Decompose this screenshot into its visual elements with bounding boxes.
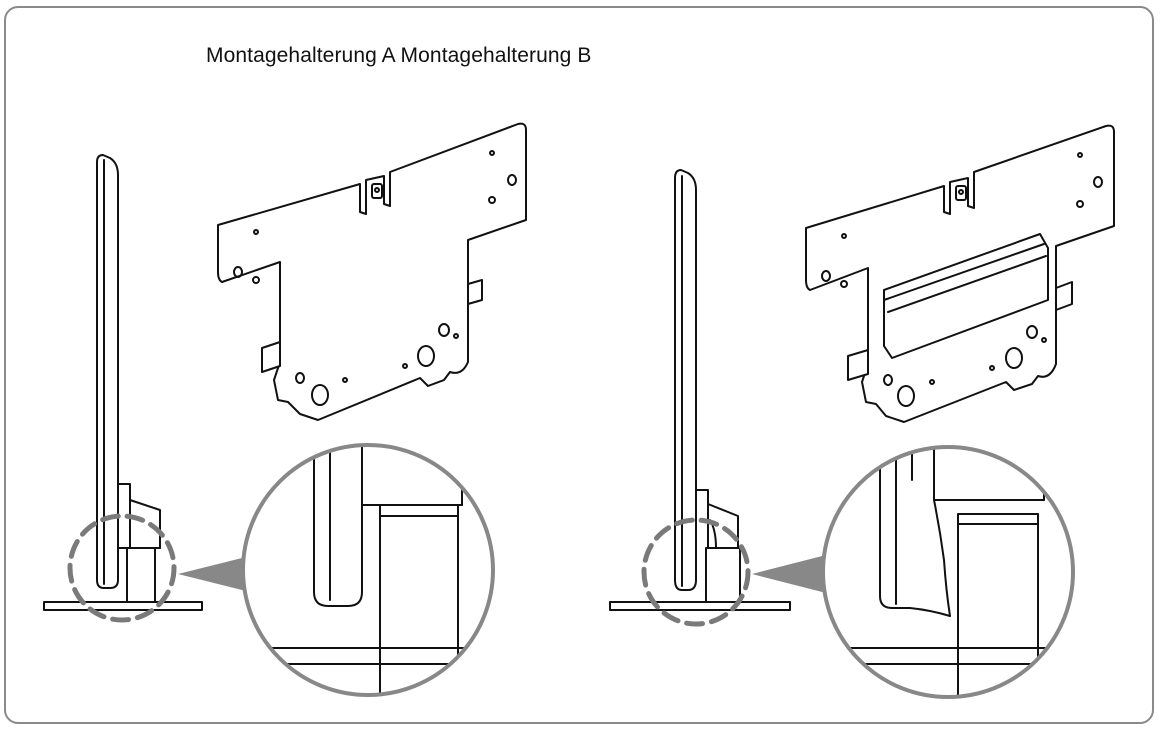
tv-side-profile-b [674, 169, 697, 591]
tv-side-profile-a [96, 154, 119, 589]
detail-highlight-b [641, 517, 751, 627]
stand-a [43, 483, 203, 611]
magnified-detail-b [821, 445, 1075, 699]
mount-bracket-a [217, 122, 527, 421]
mount-bracket-b [805, 124, 1115, 423]
stand-b [609, 489, 791, 611]
magnified-detail-a [241, 443, 495, 697]
zoom-pointer-b [752, 554, 830, 594]
figure-a [43, 122, 527, 697]
zoom-pointer-a [178, 556, 250, 592]
figure-caption: Montagehalterung A Montagehalterung B [206, 44, 592, 67]
figure-b [609, 124, 1115, 699]
detail-highlight-a [67, 513, 177, 623]
